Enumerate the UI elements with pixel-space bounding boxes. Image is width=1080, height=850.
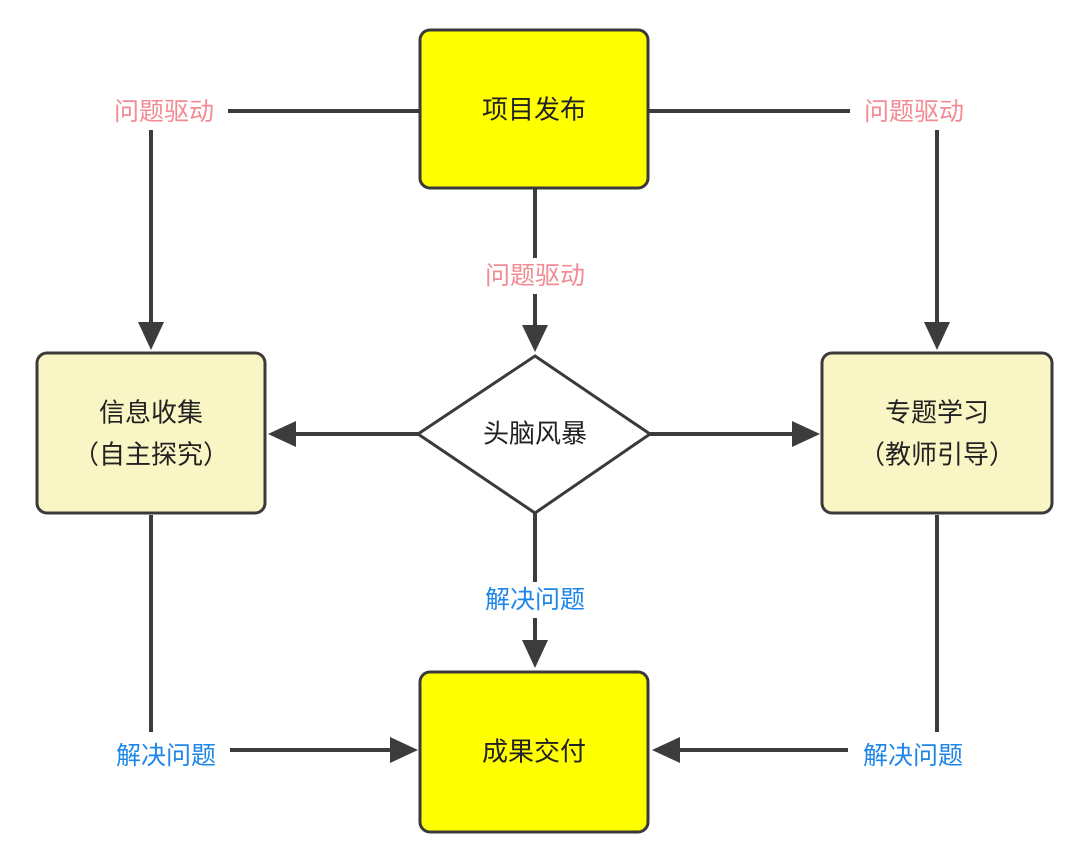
edge-publish-to-collect bbox=[149, 109, 420, 322]
arrowhead-down-icon bbox=[138, 322, 164, 350]
node-study-line2: （教师引导） bbox=[859, 441, 1015, 471]
node-deliver: 成果交付 bbox=[418, 670, 650, 834]
node-brainstorm: 头脑风暴 bbox=[415, 354, 653, 515]
label-publish-to-study: 问题驱动 bbox=[864, 97, 964, 126]
node-study-line1: 专题学习 bbox=[885, 399, 989, 429]
node-collect-line2: （自主探究） bbox=[73, 441, 229, 471]
node-deliver-label: 成果交付 bbox=[482, 738, 586, 768]
arrowhead-down-icon bbox=[522, 325, 548, 352]
label-collect-to-deliver: 解决问题 bbox=[116, 741, 216, 770]
arrowhead-right-icon bbox=[792, 421, 820, 447]
label-publish-to-brainstorm: 问题驱动 bbox=[485, 261, 585, 290]
edge-collect-to-deliver bbox=[149, 515, 390, 752]
edge-publish-to-study bbox=[648, 109, 939, 322]
node-collect-line1: 信息收集 bbox=[99, 399, 203, 429]
label-publish-to-collect: 问题驱动 bbox=[114, 97, 214, 126]
arrowhead-down-icon bbox=[522, 640, 548, 668]
node-brainstorm-label: 头脑风暴 bbox=[483, 420, 587, 450]
node-publish-label: 项目发布 bbox=[482, 96, 586, 126]
node-study: 专题学习 （教师引导） bbox=[820, 351, 1054, 515]
node-collect: 信息收集 （自主探究） bbox=[35, 351, 267, 515]
arrowhead-down-icon bbox=[924, 322, 950, 350]
label-brainstorm-to-deliver: 解决问题 bbox=[485, 585, 585, 614]
node-publish: 项目发布 bbox=[418, 28, 650, 190]
arrowhead-right-icon bbox=[390, 737, 418, 763]
arrowhead-left-icon bbox=[268, 421, 296, 447]
label-study-to-deliver: 解决问题 bbox=[863, 741, 963, 770]
edge-study-to-deliver bbox=[680, 515, 939, 752]
arrowhead-left-icon bbox=[652, 737, 680, 763]
